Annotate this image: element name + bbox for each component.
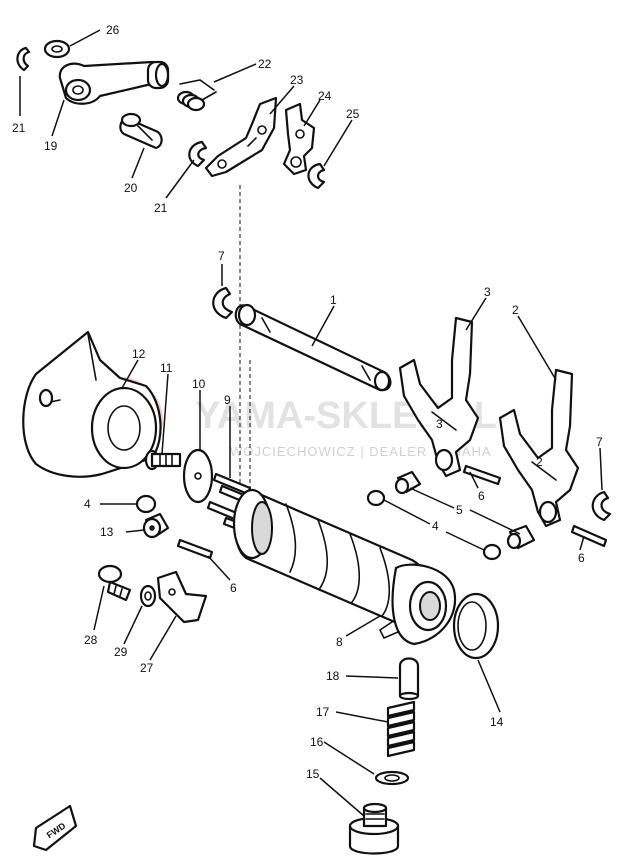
part-circlip-21-a — [16, 46, 31, 72]
watermark-dealer: WOJCIECHOWICZ | DEALER YAMAHA — [230, 444, 492, 459]
callout-3: 3 — [484, 285, 491, 299]
callout-4-a: 4 — [84, 497, 91, 511]
callout-26: 26 — [106, 23, 120, 37]
part-washer-26 — [43, 39, 71, 59]
part-plunger-18 — [398, 657, 420, 701]
part-shift-fork-3 — [398, 316, 480, 478]
callout-10: 10 — [192, 377, 206, 391]
part-cotter-pin-6-c — [176, 538, 214, 560]
callout-29: 29 — [114, 645, 128, 659]
part-screw-28 — [97, 564, 132, 602]
callout-14: 14 — [490, 715, 504, 729]
callout-22: 22 — [258, 57, 272, 71]
callout-1: 1 — [330, 293, 337, 307]
callout-15: 15 — [306, 767, 320, 781]
callout-27: 27 — [140, 661, 154, 675]
part-bolt-11 — [144, 449, 182, 471]
callout-2: 2 — [512, 303, 519, 317]
callout-21-a: 21 — [12, 121, 26, 135]
callout-labels: 26 21 19 22 20 21 23 24 25 7 1 3 2 7 12 … — [12, 23, 603, 781]
callout-6-a: 6 — [478, 489, 485, 503]
part-lever-24 — [282, 102, 316, 176]
callout-28: 28 — [84, 633, 98, 647]
part-washer-16 — [374, 770, 410, 786]
fwd-arrow-icon: FWD — [32, 804, 78, 852]
callout-6-c: 6 — [230, 581, 237, 595]
part-circlip-25 — [307, 162, 326, 190]
part-pin-20 — [119, 112, 163, 150]
part-shift-drum-8 — [232, 488, 457, 646]
part-guide-pin-5-a — [394, 470, 422, 495]
part-guide-pin-5-b — [506, 524, 536, 550]
part-washer-29 — [139, 584, 157, 608]
callout-25: 25 — [346, 107, 360, 121]
callout-23: 23 — [290, 73, 304, 87]
part-plug-bolt-15 — [348, 802, 400, 855]
part-contact-13 — [142, 512, 170, 539]
callout-11: 11 — [160, 361, 173, 375]
alignment-lines — [239, 185, 251, 510]
part-circlip-7-a — [212, 286, 234, 320]
part-cotter-pin-6-a — [462, 464, 502, 486]
part-circlip-7-b — [591, 490, 612, 522]
part-lever-23 — [204, 96, 278, 178]
callout-18: 18 — [326, 669, 340, 683]
callout-20: 20 — [124, 181, 138, 195]
callout-13: 13 — [100, 525, 114, 539]
callout-7-b: 7 — [596, 435, 603, 449]
part-shift-arm-19 — [58, 60, 170, 105]
fork-stamp-3: 3 — [436, 417, 443, 431]
part-shift-fork-2 — [498, 368, 580, 528]
callout-4-b: 4 — [432, 519, 439, 533]
callout-12: 12 — [132, 347, 146, 361]
callout-5: 5 — [456, 503, 463, 517]
callout-24: 24 — [318, 89, 332, 103]
callout-19: 19 — [44, 139, 58, 153]
callout-21-b: 21 — [154, 201, 168, 215]
callout-9: 9 — [224, 393, 231, 407]
leader-lines — [19, 29, 603, 817]
fork-stamps: 3 2 — [436, 417, 543, 469]
callout-16: 16 — [310, 735, 324, 749]
part-spring-17 — [386, 700, 416, 758]
part-guide-shaft-1 — [234, 303, 392, 392]
part-cap-14 — [452, 592, 500, 660]
part-stopper-plate-27 — [156, 570, 208, 624]
callout-8: 8 — [336, 635, 343, 649]
callout-17: 17 — [316, 705, 330, 719]
part-stopper-12 — [22, 330, 162, 478]
callout-6-b: 6 — [578, 551, 585, 565]
part-roller-4-c — [135, 494, 157, 514]
fork-stamp-2: 2 — [536, 455, 543, 469]
part-spring-22 — [176, 79, 217, 112]
part-roller-4-a — [366, 489, 386, 507]
callout-7-a: 7 — [218, 249, 225, 263]
part-cotter-pin-6-b — [570, 524, 608, 548]
part-plate-10 — [182, 448, 214, 504]
part-roller-4-b — [482, 543, 502, 561]
